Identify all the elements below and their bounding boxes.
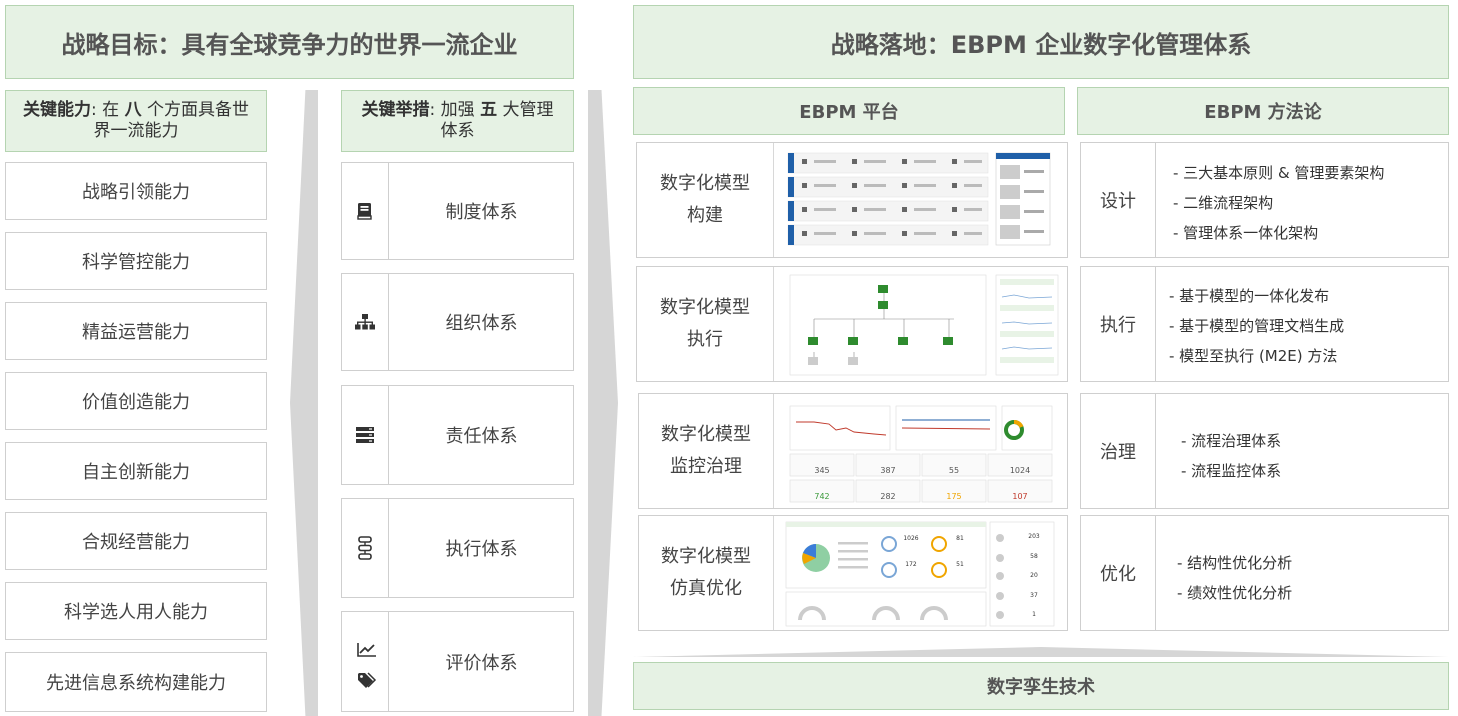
measure-item: 组织体系: [341, 273, 574, 371]
separator-arrow: [290, 90, 318, 716]
capability-item: 精益运营能力: [5, 302, 267, 360]
org-chart-icon: [342, 274, 389, 370]
measure-item: 制度体系: [341, 162, 574, 260]
measure-label: 责任体系: [445, 426, 518, 447]
model-execution-screenshot: [773, 267, 1067, 381]
methodology-item-list: - 基于模型的一体化发布 - 基于模型的管理文档生成 - 模型至执行 (M2E)…: [1169, 281, 1443, 371]
methodology-item: - 管理体系一体化架构: [1173, 224, 1319, 242]
measures-header-key: 关键举措: [361, 100, 430, 120]
separator-arrow: [588, 90, 618, 716]
process-flow-icon: [342, 499, 389, 597]
capability-item: 科学选人用人能力: [5, 582, 267, 640]
platform-row-build: 数字化模型构建: [636, 142, 1068, 258]
simulation-stat: 1: [1032, 611, 1036, 618]
methodology-item-list: - 流程治理体系 - 流程监控体系: [1181, 426, 1443, 486]
monitor-stat: 345: [814, 466, 829, 475]
capabilities-header-number: 八: [124, 100, 142, 120]
measures-header: 关键举措: 加强 五 大管理体系: [341, 90, 574, 152]
methodology-item: - 基于模型的一体化发布: [1169, 287, 1330, 305]
methodology-row-label: 治理: [1081, 394, 1156, 508]
platform-header: EBPM 平台: [633, 87, 1065, 135]
simulation-stat: 203: [1028, 533, 1040, 540]
methodology-item: - 三大基本原则 & 管理要素架构: [1173, 164, 1385, 182]
simulation-stat: 1026: [903, 535, 918, 542]
capability-item: 价值创造能力: [5, 372, 267, 430]
capability-item: 科学管控能力: [5, 232, 267, 290]
capability-item: 先进信息系统构建能力: [5, 652, 267, 712]
methodology-header: EBPM 方法论: [1077, 87, 1449, 135]
chart-tag-icon: [342, 612, 389, 711]
model-monitoring-screenshot: 345 387 55 1024 742 282 175 107: [773, 394, 1067, 508]
methodology-item: - 绩效性优化分析: [1177, 584, 1293, 602]
simulation-stat: 58: [1030, 553, 1038, 560]
strategic-goal-title: 战略目标：具有全球竞争力的世界一流企业: [5, 5, 574, 79]
platform-row-label: 数字化模型执行: [660, 297, 750, 350]
methodology-row-execute: 执行 - 基于模型的一体化发布 - 基于模型的管理文档生成 - 模型至执行 (M…: [1080, 266, 1449, 382]
measure-label: 组织体系: [445, 313, 518, 334]
methodology-item: - 基于模型的管理文档生成: [1169, 317, 1345, 335]
capabilities-header-text-2: 个方面具备世界一流能力: [93, 100, 249, 141]
simulation-stat: 20: [1030, 572, 1038, 579]
model-build-screenshot: [773, 143, 1067, 257]
platform-row-monitor: 数字化模型监控治理 345 387 55 1024 742 282 175 10…: [638, 393, 1068, 509]
monitor-stat: 107: [1012, 492, 1027, 501]
capability-item: 自主创新能力: [5, 442, 267, 500]
methodology-row-label: 优化: [1081, 516, 1156, 630]
strategic-implementation-title: 战略落地：EBPM 企业数字化管理体系: [633, 5, 1449, 79]
measure-item: 评价体系: [341, 611, 574, 712]
methodology-item: - 结构性优化分析: [1177, 554, 1293, 572]
simulation-stat: 37: [1030, 592, 1038, 599]
methodology-item: - 二维流程架构: [1173, 194, 1274, 212]
platform-row-simulate: 数字化模型仿真优化 1026 81 172 51 203 58 20 37 1: [638, 515, 1068, 631]
methodology-item-list: - 结构性优化分析 - 绩效性优化分析: [1177, 548, 1443, 608]
monitor-stat: 55: [949, 466, 959, 475]
methodology-row-design: 设计 - 三大基本原则 & 管理要素架构 - 二维流程架构 - 管理体系一体化架…: [1080, 142, 1449, 258]
measure-label: 制度体系: [445, 202, 518, 223]
monitor-stat: 175: [946, 492, 961, 501]
measure-label: 评价体系: [445, 652, 518, 674]
methodology-item: - 流程治理体系: [1181, 432, 1282, 450]
methodology-item-list: - 三大基本原则 & 管理要素架构 - 二维流程架构 - 管理体系一体化架构: [1173, 158, 1443, 248]
measures-header-number: 五: [480, 100, 498, 120]
measures-header-text-2: 大管理体系: [440, 100, 554, 141]
capability-item: 战略引领能力: [5, 162, 267, 220]
digital-twin-footer: 数字孪生技术: [633, 662, 1449, 710]
book-icon: [342, 163, 389, 259]
tag-icon: [358, 672, 377, 688]
simulation-stat: 172: [905, 561, 917, 568]
methodology-row-governance: 治理 - 流程治理体系 - 流程监控体系: [1080, 393, 1449, 509]
server-stack-icon: [342, 386, 389, 484]
line-chart-icon: [357, 643, 376, 657]
monitor-stat: 387: [880, 466, 895, 475]
footer-arrow: [633, 647, 1449, 657]
monitor-stat: 742: [814, 492, 829, 501]
methodology-row-label: 设计: [1081, 143, 1156, 257]
measure-item: 责任体系: [341, 385, 574, 485]
methodology-item: - 模型至执行 (M2E) 方法: [1169, 347, 1338, 365]
simulation-stat: 81: [956, 535, 964, 542]
platform-row-label: 数字化模型仿真优化: [661, 546, 751, 599]
monitor-stat: 1024: [1010, 466, 1030, 475]
methodology-row-label: 执行: [1081, 267, 1156, 381]
platform-row-label: 数字化模型构建: [660, 173, 750, 226]
model-simulation-screenshot: 1026 81 172 51 203 58 20 37 1: [773, 516, 1067, 630]
monitor-stat: 282: [880, 492, 895, 501]
simulation-stat: 51: [956, 561, 964, 568]
measures-header-text-1: : 加强: [429, 100, 481, 120]
capabilities-header-text-1: : 在: [91, 100, 125, 120]
measure-label: 执行体系: [445, 539, 518, 560]
methodology-item: - 流程监控体系: [1181, 462, 1282, 480]
measure-item: 执行体系: [341, 498, 574, 598]
platform-row-label: 数字化模型监控治理: [661, 424, 751, 477]
capabilities-header: 关键能力: 在 八 个方面具备世界一流能力: [5, 90, 267, 152]
capability-item: 合规经营能力: [5, 512, 267, 570]
capabilities-header-key: 关键能力: [23, 100, 92, 120]
methodology-row-optimize: 优化 - 结构性优化分析 - 绩效性优化分析: [1080, 515, 1449, 631]
platform-row-execute: 数字化模型执行: [636, 266, 1068, 382]
